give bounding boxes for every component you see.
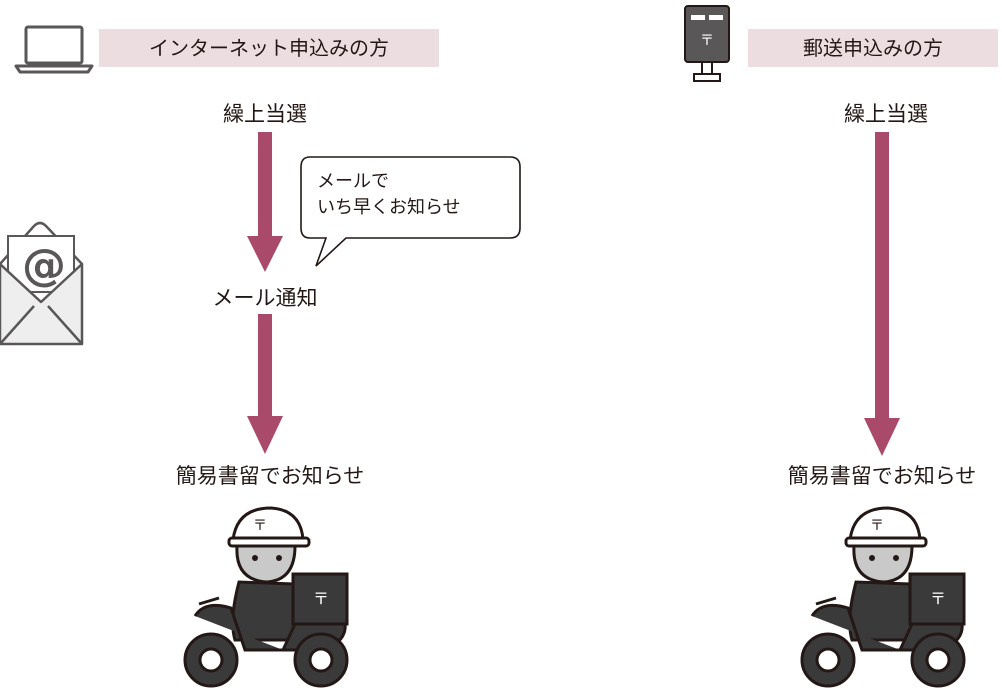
postal-mark: 〒: [700, 33, 714, 49]
mail-header: 郵送申込みの方: [748, 29, 998, 67]
bubble-line-1: メールで: [317, 171, 389, 192]
mail-arrow: [864, 132, 900, 456]
mail-step-winning: 繰上当選: [844, 102, 928, 126]
internet-step-registered: 簡易書留でお知らせ: [175, 464, 365, 488]
internet-header: インターネット申込みの方: [99, 29, 439, 67]
mailbox-post-icon: 〒: [684, 5, 730, 82]
svg-text:@: @: [22, 240, 66, 291]
email-at-icon: @: [0, 221, 84, 346]
internet-step-email: メール通知: [212, 286, 318, 310]
laptop-icon: [14, 25, 94, 74]
postman-scooter-icon: 〒 〒: [183, 506, 349, 688]
bubble-line-2: いち早くお知らせ: [317, 197, 461, 218]
postman-scooter-icon: 〒 〒: [800, 506, 966, 688]
speech-bubble: [300, 156, 521, 267]
svg-text:〒: 〒: [313, 589, 329, 608]
internet-arrow-2: [247, 314, 283, 454]
internet-step-winning: 繰上当選: [223, 102, 307, 126]
mail-step-registered: 簡易書留でお知らせ: [787, 464, 977, 488]
svg-text:〒: 〒: [930, 589, 946, 608]
svg-text:〒: 〒: [253, 518, 267, 534]
svg-text:〒: 〒: [870, 518, 884, 534]
internet-arrow-1: [247, 132, 283, 272]
